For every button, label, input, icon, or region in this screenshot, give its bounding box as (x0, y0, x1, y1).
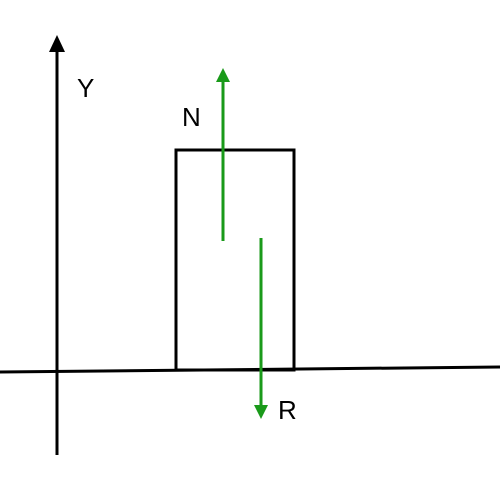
y-axis-label: Y (77, 73, 94, 103)
normal-force-arrowhead (216, 68, 230, 82)
weight-force-label: R (278, 395, 297, 425)
block (174, 148, 296, 372)
y-axis-arrowhead (49, 35, 65, 52)
normal-force-label: N (182, 102, 201, 132)
weight-force-arrowhead (254, 405, 268, 419)
